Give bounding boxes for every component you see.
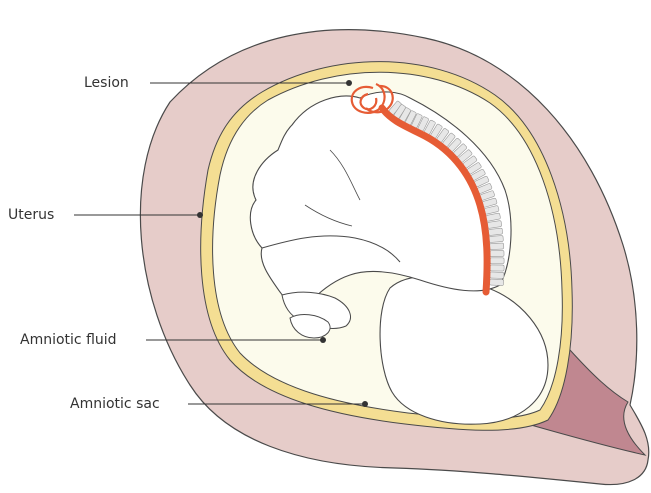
uterus-leader-dot — [197, 212, 203, 218]
vertebra — [489, 279, 503, 286]
amniotic-sac-label: Amniotic sac — [70, 396, 160, 412]
uterus-label: Uterus — [8, 207, 54, 223]
vertebra — [489, 235, 503, 242]
vertebra — [490, 272, 504, 278]
vertebra — [490, 243, 504, 250]
vertebra — [490, 250, 504, 256]
amniotic-sac-leader-dot — [362, 401, 368, 407]
lesion-label: Lesion — [84, 75, 129, 91]
lesion-leader-dot — [346, 80, 352, 86]
vertebra — [490, 258, 504, 264]
vertebra — [488, 228, 503, 236]
amniotic-fluid-leader-dot — [320, 337, 326, 343]
amniotic-fluid-label: Amniotic fluid — [20, 332, 117, 348]
vertebra — [490, 265, 504, 271]
